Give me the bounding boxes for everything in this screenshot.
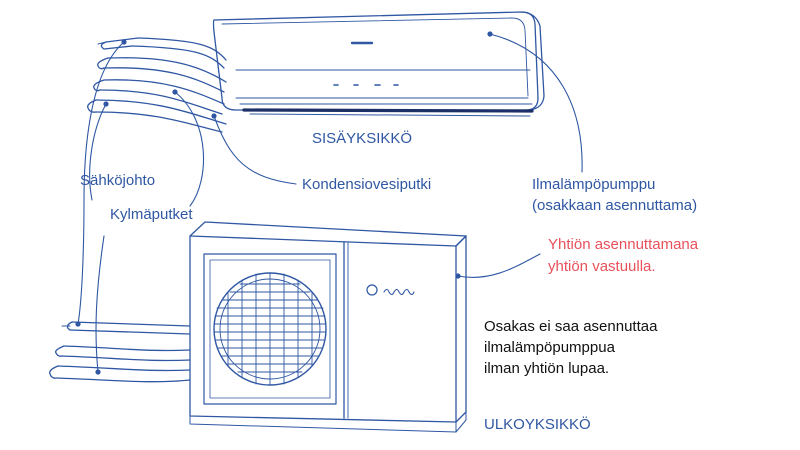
indoor-unit-label: SISÄYKSIKKÖ [312, 130, 413, 147]
outdoor-unit-drawing [189, 221, 467, 433]
indoor-pipes-drawing [87, 37, 227, 133]
notice-line1: Osakas ei saa asennuttaa [484, 318, 658, 335]
power-cable-label: Sähköjohto [80, 172, 156, 189]
indoor-unit-drawing [212, 11, 545, 117]
heat-pump-label-line1: Ilmalämpöpumppu [532, 176, 656, 193]
leader-lines [75, 31, 583, 375]
condensate-pipe-label: Kondensiovesiputki [302, 176, 432, 193]
company-responsibility-line2: yhtiön vastuulla. [548, 258, 656, 275]
heat-pump-label-line2: (osakkaan asennuttama) [532, 197, 698, 214]
outdoor-pipes-drawing [49, 321, 191, 383]
notice-line3: ilman yhtiön lupaa. [484, 360, 610, 377]
notice-line2: ilmalämpöpumppua [484, 339, 615, 356]
refrigerant-pipes-label: Kylmäputket [110, 206, 193, 223]
outdoor-unit-label: ULKOYKSIKKÖ [484, 416, 591, 433]
company-responsibility-line1: Yhtiön asennuttamana [548, 236, 699, 253]
